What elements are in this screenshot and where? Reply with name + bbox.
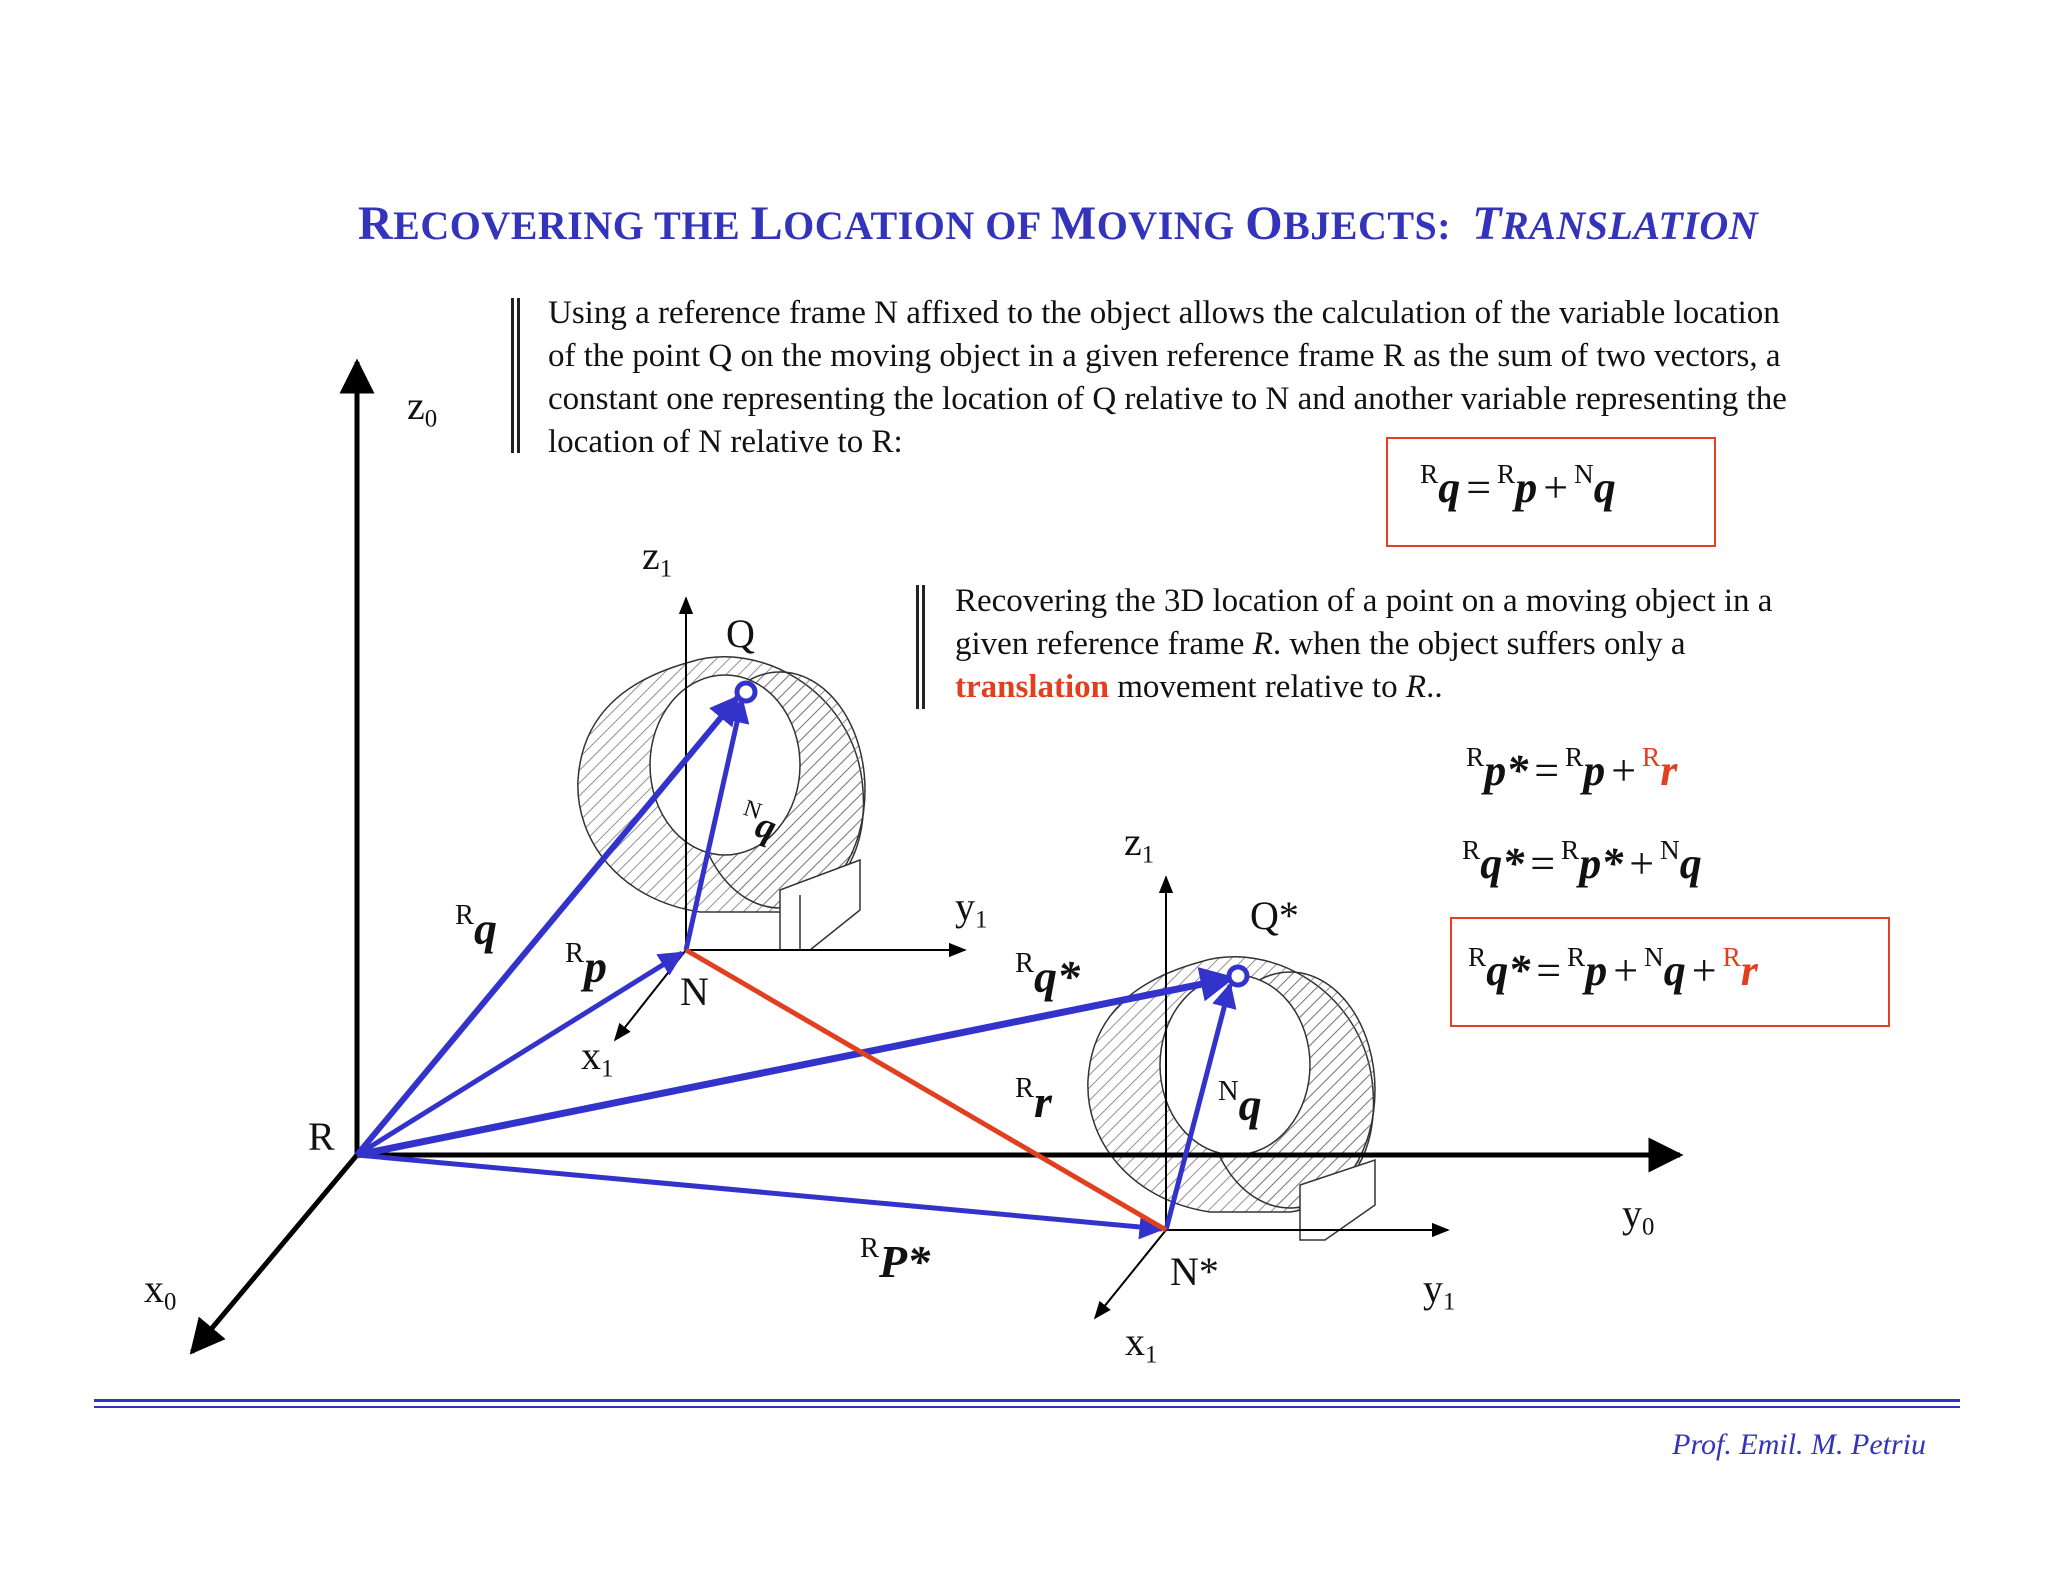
label-vector-Rq-star: Rq* (1015, 948, 1081, 1002)
label-y0: y0 (1622, 1191, 1655, 1241)
label-N-star: N* (1170, 1249, 1219, 1294)
label-vector-Rq: Rq (455, 900, 498, 954)
title-word: ECOVERING THE (393, 203, 751, 248)
equation-rq-star: Rq*=Rp*+Nq (1462, 834, 1702, 888)
paragraph-translation-description: Recovering the 3D location of a point on… (955, 583, 1773, 705)
vector-Rq (354, 694, 741, 1157)
label-x1-translated: x1 (1125, 1319, 1158, 1369)
label-vector-Nq-translated: Nq (1218, 1076, 1262, 1130)
label-x0: x0 (144, 1266, 177, 1316)
label-R: R (308, 1114, 335, 1159)
paragraph-frame-description: Using a reference frame N affixed to the… (548, 295, 1787, 460)
quote-bar (511, 298, 514, 453)
moving-object-initial (577, 656, 866, 951)
vector-Rr (684, 947, 1168, 1233)
title-initial: L (750, 197, 784, 250)
quote-bar (517, 298, 520, 453)
x0-axis (189, 1153, 359, 1355)
title-initial: R (358, 197, 394, 250)
equation-rq: Rq=Rp+Nq (1420, 458, 1616, 512)
title-initial: M (1050, 197, 1097, 250)
label-y1-initial: y1 (955, 884, 988, 934)
label-z1-translated: z1 (1124, 819, 1155, 869)
point-Q-star (1226, 964, 1250, 988)
equation-box-result (1450, 917, 1890, 1027)
vector-Rp (355, 950, 685, 1158)
title-initial: T (1472, 197, 1502, 250)
x1-axis-translated (1093, 1229, 1167, 1320)
x1-axis-initial (613, 949, 687, 1042)
label-vector-Rp: Rp (565, 938, 608, 992)
vector-RP-star (356, 1152, 1165, 1240)
title-word: OCATION OF (783, 203, 1051, 248)
label-z1-initial: z1 (642, 533, 673, 583)
vector-Nq-translated (1163, 982, 1237, 1231)
label-x1-initial: x1 (581, 1033, 614, 1083)
title-word: OVING (1096, 203, 1246, 248)
quote-bar (922, 585, 925, 709)
label-y1-translated: y1 (1423, 1266, 1456, 1316)
vector-Nq-initial (683, 697, 750, 951)
label-vector-RP-star: RP* (860, 1233, 931, 1287)
label-N: N (680, 969, 709, 1014)
footer-rule (94, 1399, 1960, 1402)
equation-rp-star: Rp*=Rp+Rr (1466, 741, 1678, 795)
label-vector-Rr: Rr (1015, 1073, 1052, 1127)
translation-highlight: translation (955, 669, 1110, 705)
label-Q-star: Q* (1250, 893, 1299, 938)
footer-rule (94, 1406, 1960, 1408)
equation-box-main (1386, 437, 1716, 547)
title-word: RANSLATION (1501, 203, 1759, 248)
author-credit: Prof. Emil. M. Petriu (1672, 1428, 1926, 1461)
title-word: BJECTS: (1283, 203, 1452, 248)
quote-bar (916, 585, 919, 709)
label-z0: z0 (407, 383, 438, 433)
moving-object-translated (1087, 956, 1376, 1241)
vector-Rq-star (356, 967, 1236, 1159)
label-Q: Q (726, 611, 755, 656)
equation-rq-star-result: Rq*=Rp+Nq+Rr (1468, 941, 1758, 995)
point-Q (734, 680, 758, 704)
slide-title: RECOVERING THE LOCATION OF MOVING OBJECT… (358, 196, 1858, 251)
title-initial: O (1245, 197, 1284, 250)
